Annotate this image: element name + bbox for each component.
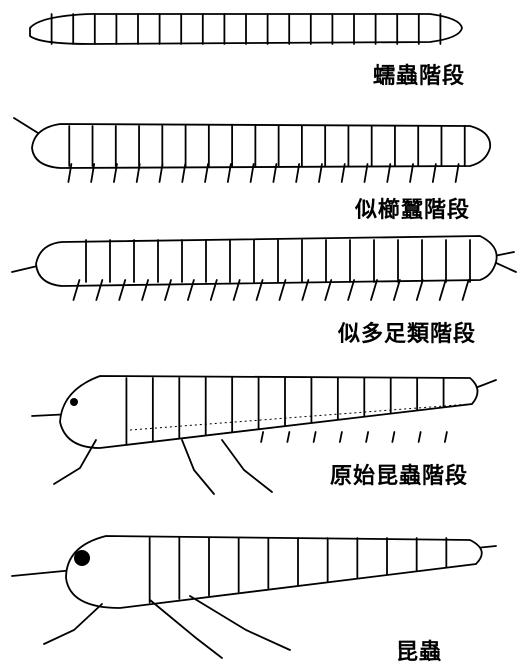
worm-figure	[30, 14, 462, 44]
stage-label-larva: 蠕蟲階段	[373, 58, 465, 90]
stage-label-insect: 昆蟲	[396, 634, 442, 666]
stage-label-myriapod: 似多足類階段	[338, 316, 476, 348]
myriapod-figure	[12, 236, 516, 300]
onychophoran-figure	[14, 118, 490, 182]
stage-label-proto-insect: 原始昆蟲階段	[330, 458, 468, 490]
stage-label-onychophoran: 似櫛蠶階段	[355, 192, 470, 224]
